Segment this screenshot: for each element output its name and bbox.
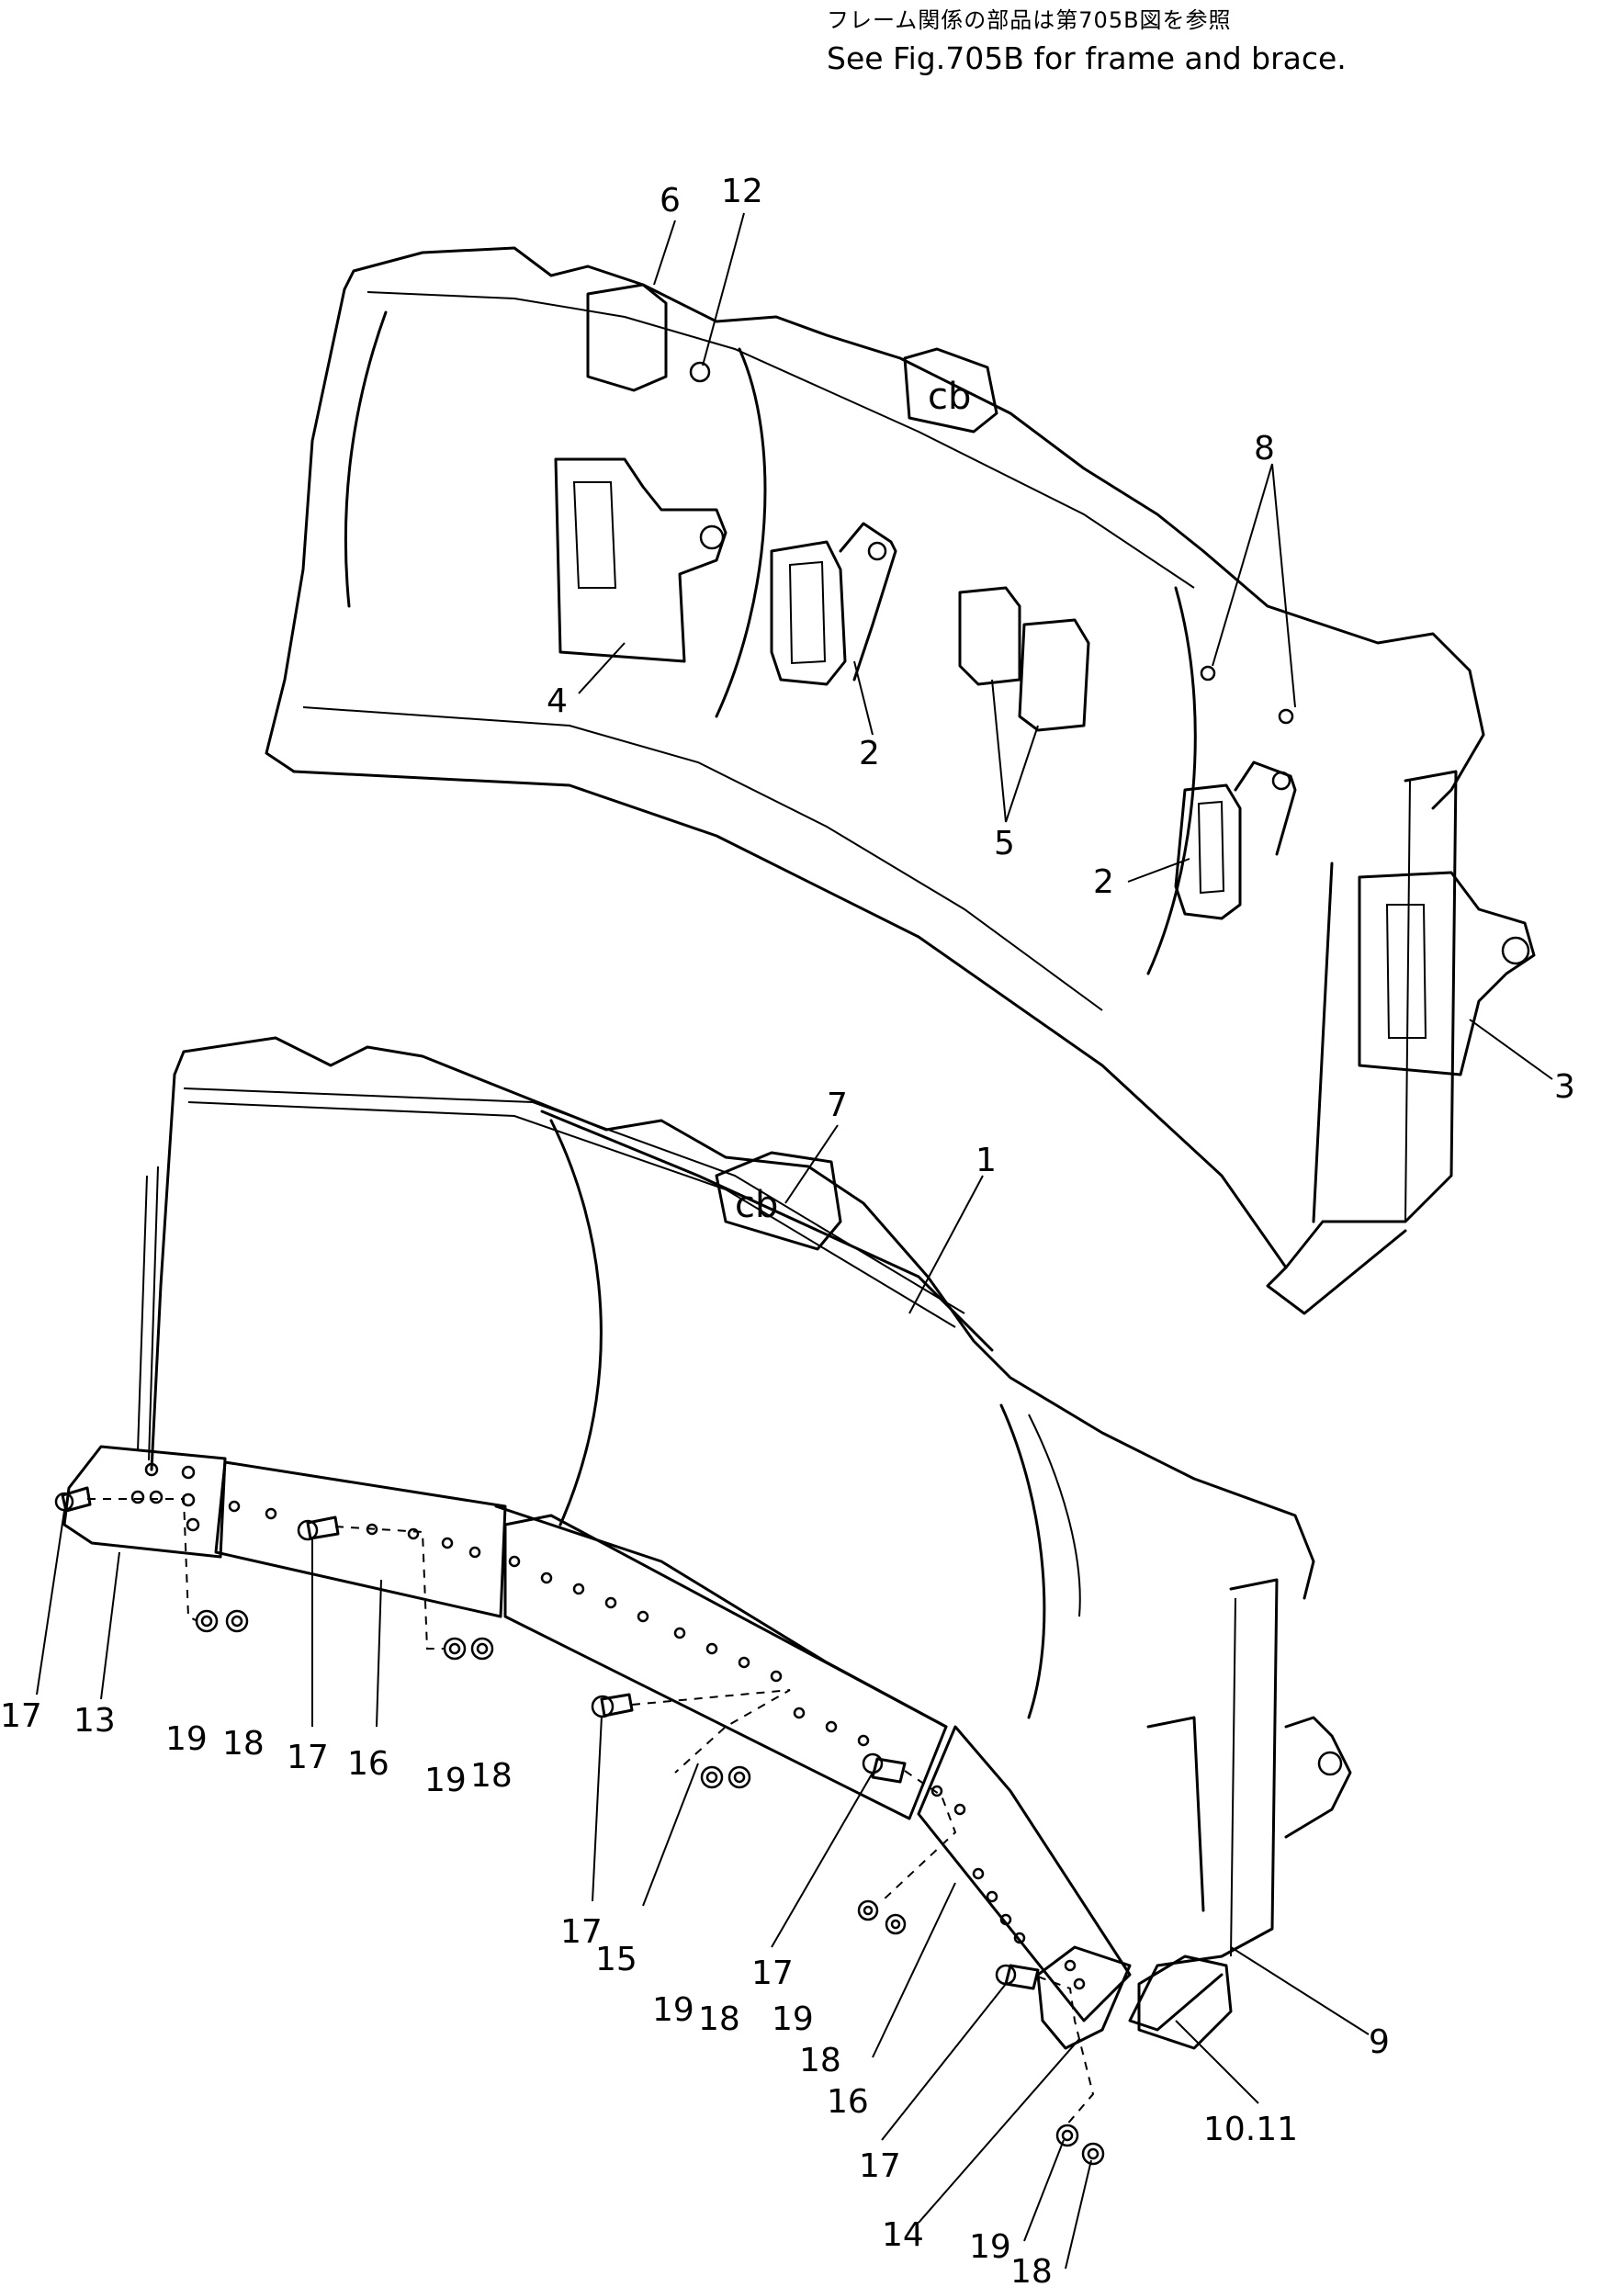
callout-17-e: 17	[859, 2147, 901, 2185]
callout-17-d: 17	[751, 1955, 794, 1992]
callout-13: 13	[73, 1702, 116, 1740]
callout-18-a: 18	[222, 1725, 265, 1763]
callout-3: 3	[1554, 1068, 1575, 1106]
leader-lines	[36, 212, 1553, 2270]
callout-18-b: 18	[470, 1757, 513, 1795]
callout-16-b: 16	[827, 2083, 869, 2121]
reference-note-english: See Fig.705B for frame and brace.	[827, 40, 1347, 76]
callout-2-right: 2	[1093, 863, 1114, 901]
callout-17-c: 17	[560, 1913, 603, 1951]
callout-17-a: 17	[0, 1697, 42, 1735]
svg-text:cb: cb	[735, 1184, 778, 1226]
callout-19-a: 19	[165, 1720, 208, 1758]
callout-2-left: 2	[859, 735, 880, 772]
upper-blade-rear-view: cb	[265, 246, 1536, 1315]
callout-7: 7	[827, 1087, 848, 1124]
callout-17-b: 17	[287, 1739, 329, 1776]
svg-text:cb: cb	[928, 376, 971, 418]
callout-5: 5	[994, 825, 1015, 862]
callout-19-e: 19	[969, 2228, 1011, 2266]
lower-blade-front-view: cb	[54, 1036, 1352, 2166]
reference-note-japanese: フレーム関係の部品は第705B図を参照	[827, 7, 1232, 33]
callout-6: 6	[660, 182, 681, 220]
callout-14: 14	[882, 2216, 924, 2254]
callout-1: 1	[976, 1142, 997, 1179]
callout-4: 4	[547, 682, 568, 720]
callout-10-11: 10.11	[1203, 2111, 1298, 2148]
callout-19-c: 19	[652, 1991, 694, 2029]
callout-9: 9	[1369, 2023, 1390, 2061]
callout-18-e: 18	[1010, 2253, 1053, 2287]
callout-18-c: 18	[698, 2000, 740, 2038]
callout-18-d: 18	[799, 2042, 841, 2079]
callout-12: 12	[721, 173, 763, 210]
callout-labels: 6 12 8 4 2 5 2 3 7 1 9 10.11 17 13 19 18…	[0, 173, 1575, 2287]
callout-16-a: 16	[347, 1745, 389, 1783]
callout-8: 8	[1254, 430, 1275, 468]
callout-15: 15	[595, 1941, 637, 1978]
callout-19-b: 19	[424, 1762, 467, 1799]
callout-19-d: 19	[772, 2000, 814, 2038]
